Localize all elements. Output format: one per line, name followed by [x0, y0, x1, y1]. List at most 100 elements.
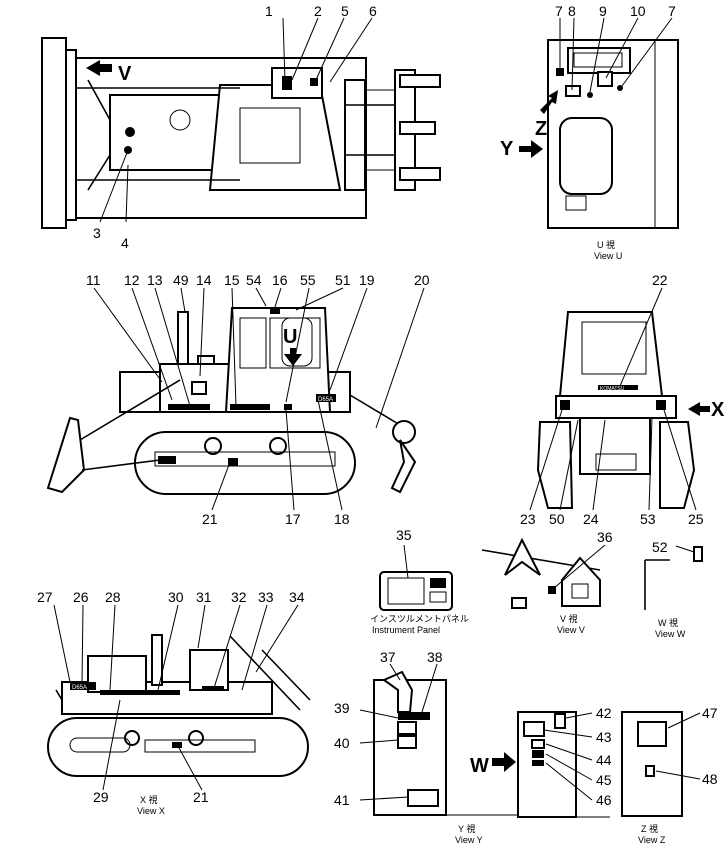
callout-46: 46	[596, 792, 612, 808]
brand-decal-rear: KOMATSU	[600, 386, 625, 392]
callout-21a: 21	[202, 511, 218, 527]
view-letter-z: Z	[535, 118, 547, 140]
callout-9: 9	[599, 3, 607, 19]
callout-25: 25	[688, 511, 704, 527]
callout-49: 49	[173, 272, 189, 288]
callout-34: 34	[289, 589, 305, 605]
view-w-drawing	[644, 546, 703, 610]
callout-55: 55	[300, 272, 316, 288]
instrument-panel-drawing	[379, 571, 453, 611]
callout-39: 39	[334, 700, 350, 716]
callout-29: 29	[93, 789, 109, 805]
view-letter-v: V	[118, 63, 132, 85]
callout-53: 53	[640, 511, 656, 527]
view-x-drawing: D65A	[47, 634, 311, 777]
callout-10: 10	[630, 3, 646, 19]
callout-7a: 7	[555, 3, 563, 19]
callout-44: 44	[596, 752, 612, 768]
view-v-drawing	[481, 537, 601, 609]
caption-panel-en: Instrument Panel	[372, 625, 440, 635]
callout-26: 26	[73, 589, 89, 605]
callout-13: 13	[147, 272, 163, 288]
caption-view-z-jp: Z 視	[641, 823, 658, 834]
callout-8: 8	[568, 3, 576, 19]
callout-50: 50	[549, 511, 565, 527]
caption-view-z-en: View Z	[638, 835, 666, 845]
caption-view-y-en: View Y	[455, 835, 483, 845]
callout-14: 14	[196, 272, 212, 288]
caption-view-w-en: View W	[655, 629, 686, 639]
callout-54: 54	[246, 272, 262, 288]
view-y-drawing	[373, 670, 520, 816]
side-view-dozer: U D65A	[46, 307, 417, 495]
callout-19: 19	[359, 272, 375, 288]
arrow-z-icon	[540, 90, 558, 114]
rear-view-dozer: KOMATSU X	[536, 311, 725, 509]
caption-panel-jp: インスツルメントパネル	[370, 614, 469, 624]
view-captions: U 視 View U インスツルメントパネル Instrument Panel …	[137, 239, 686, 845]
callout-1: 1	[265, 3, 273, 19]
callout-15: 15	[224, 272, 240, 288]
callout-38: 38	[427, 649, 443, 665]
callout-47: 47	[702, 705, 718, 721]
callout-30: 30	[168, 589, 184, 605]
caption-view-y-jp: Y 視	[458, 823, 475, 834]
arrow-u-icon	[284, 348, 302, 366]
arrow-v-icon	[86, 60, 112, 76]
callout-24: 24	[583, 511, 599, 527]
callout-17: 17	[285, 511, 301, 527]
callout-36: 36	[597, 529, 613, 545]
callout-11: 11	[86, 272, 101, 288]
callout-16: 16	[272, 272, 288, 288]
callout-41: 41	[334, 792, 350, 808]
callout-2: 2	[314, 3, 322, 19]
callout-31: 31	[196, 589, 212, 605]
callout-48: 48	[702, 771, 718, 787]
callout-45: 45	[596, 772, 612, 788]
callout-43: 43	[596, 729, 612, 745]
caption-view-u-en: View U	[594, 251, 622, 261]
arrow-w-icon	[492, 752, 516, 772]
callout-numbers: 1 2 5 6 3 4 7 8 9 10 7 11 12 13 49 14 15…	[37, 3, 718, 808]
callout-3: 3	[93, 225, 101, 241]
model-decal-x: D65A	[72, 685, 87, 691]
callout-51: 51	[335, 272, 351, 288]
callout-7b: 7	[668, 3, 676, 19]
caption-view-v-en: View V	[557, 625, 585, 635]
caption-view-v-jp: V 視	[560, 613, 578, 624]
view-z-drawing	[621, 711, 683, 817]
callout-52: 52	[652, 539, 668, 555]
callout-4: 4	[121, 235, 129, 251]
arrow-x-icon	[688, 402, 710, 416]
callout-18: 18	[334, 511, 350, 527]
callout-27: 27	[37, 589, 53, 605]
callout-40: 40	[334, 735, 350, 751]
callout-23: 23	[520, 511, 536, 527]
callout-32: 32	[231, 589, 247, 605]
caption-view-x-jp: X 視	[140, 794, 158, 805]
view-letter-x: X	[711, 399, 725, 421]
callout-20: 20	[414, 272, 430, 288]
caption-view-x-en: View X	[137, 806, 165, 816]
view-letter-y: Y	[500, 138, 514, 160]
callout-28: 28	[105, 589, 121, 605]
caption-view-u-jp: U 視	[597, 239, 615, 250]
callout-37: 37	[380, 649, 396, 665]
view-letter-w: W	[470, 755, 489, 777]
callout-35: 35	[396, 527, 412, 543]
view-w-panel-drawing: W	[470, 711, 610, 818]
top-view-dozer: V	[41, 37, 441, 229]
callout-21b: 21	[193, 789, 209, 805]
callout-6: 6	[369, 3, 377, 19]
callout-22: 22	[652, 272, 668, 288]
arrow-y-icon	[519, 140, 543, 158]
model-decal-side: D65A	[318, 397, 333, 403]
view-letter-u: U	[283, 326, 297, 348]
callout-5: 5	[341, 3, 349, 19]
callout-42: 42	[596, 705, 612, 721]
caption-view-w-jp: W 視	[658, 617, 678, 628]
callout-12: 12	[124, 272, 140, 288]
view-u-drawing: Z Y	[500, 39, 679, 229]
